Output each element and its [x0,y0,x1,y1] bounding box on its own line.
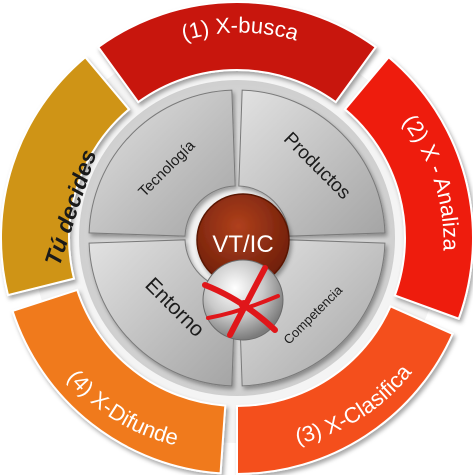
outer-segment-xbusca [96,1,378,104]
outer-segment-xanaliza [343,55,473,320]
quadrant-tecnologia [88,89,236,237]
outer-segment-xdifunde [11,288,227,475]
center-label: VT/IC [212,231,273,258]
quadrant-productos [238,89,386,237]
globe-icon [202,259,284,341]
outer-segment-xclasifica [236,305,454,475]
outer-segment-tudecides [0,55,131,297]
